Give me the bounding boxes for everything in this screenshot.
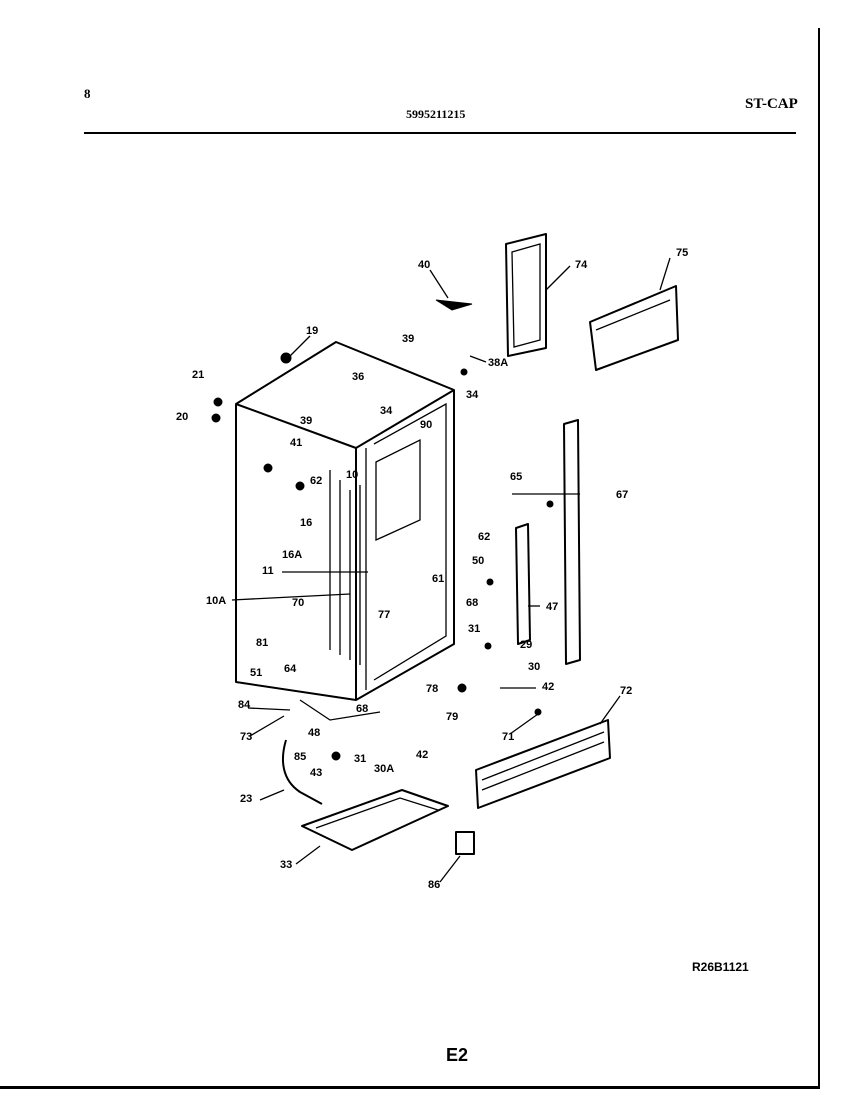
trim-strip-67: [563, 419, 581, 665]
part-label: 50: [472, 555, 484, 567]
page-frame-right: [818, 28, 820, 1088]
drawing-number: R26B1121: [692, 960, 749, 974]
part-label: 72: [620, 685, 632, 697]
part-label: 23: [240, 793, 252, 805]
drain-tray-33: [301, 789, 449, 851]
page-frame-bottom: [0, 1086, 820, 1089]
panel-75: [589, 285, 679, 371]
part-label: 39: [300, 415, 312, 427]
part-label: 48: [308, 727, 320, 739]
part-label: 41: [290, 437, 302, 449]
part-label: 19: [306, 325, 318, 337]
part-label: 42: [542, 681, 554, 693]
bracket-40: [435, 299, 473, 311]
part-label: 78: [426, 683, 438, 695]
part-label: 67: [616, 489, 628, 501]
page-number: 8: [84, 86, 91, 101]
part-label: 73: [240, 731, 252, 743]
part-label: 47: [546, 601, 558, 613]
part-label: 31: [354, 753, 366, 765]
part-label: 34: [380, 405, 393, 417]
part-label: 71: [502, 731, 514, 743]
part-label: 84: [238, 699, 251, 711]
part-label: 61: [432, 573, 444, 585]
part-label: 16: [300, 517, 312, 529]
part-label: 65: [510, 471, 522, 483]
part-label: 16A: [282, 549, 302, 561]
page-id: E2: [446, 1045, 469, 1065]
part-label: 20: [176, 411, 188, 423]
part-label: 40: [418, 259, 430, 271]
part-label: 42: [416, 749, 428, 761]
part-label: 68: [466, 597, 478, 609]
part-label: 51: [250, 667, 262, 679]
part-label: 77: [378, 609, 390, 621]
grille-72: [475, 719, 611, 809]
part-label: 34: [466, 389, 479, 401]
part-label: 64: [284, 663, 297, 675]
trim-strip-47: [515, 523, 531, 645]
part-label: 81: [256, 637, 268, 649]
part-label: 30: [528, 661, 540, 673]
part-label: 85: [294, 751, 306, 763]
part-label: 75: [676, 247, 688, 259]
model-number: 5995211215: [406, 107, 466, 121]
part-label: 86: [428, 879, 440, 891]
part-label: 29: [520, 639, 532, 651]
part-labels: 40 74 75 19 39 38A 21 36 34 20 39 34 90 41 10 62 65 67 16 6…: [176, 247, 688, 891]
part-label: 11: [262, 565, 274, 577]
leader-lines: [231, 257, 671, 883]
part-label: 38A: [488, 357, 508, 369]
cabinet-drawing: [235, 341, 455, 721]
part-label: 30A: [374, 763, 394, 775]
section-code: ST-CAP: [745, 96, 798, 112]
switch-86: [455, 831, 475, 855]
door-gasket-74: [505, 233, 547, 357]
part-label: 10: [346, 469, 358, 481]
part-label: 90: [420, 419, 432, 431]
part-label: 62: [478, 531, 490, 543]
part-label: 36: [352, 371, 364, 383]
part-label: 62: [310, 475, 322, 487]
part-label: 33: [280, 859, 292, 871]
part-label: 79: [446, 711, 458, 723]
part-label: 39: [402, 333, 414, 345]
part-label: 21: [192, 369, 204, 381]
fasteners: [211, 352, 554, 761]
part-label: 43: [310, 767, 322, 779]
part-label: 31: [468, 623, 480, 635]
header-rule: [84, 132, 796, 134]
part-label: 68: [356, 703, 368, 715]
part-label: 70: [292, 597, 304, 609]
part-label: 74: [575, 259, 588, 271]
part-label: 10A: [206, 595, 226, 607]
hose-23: [282, 739, 323, 805]
